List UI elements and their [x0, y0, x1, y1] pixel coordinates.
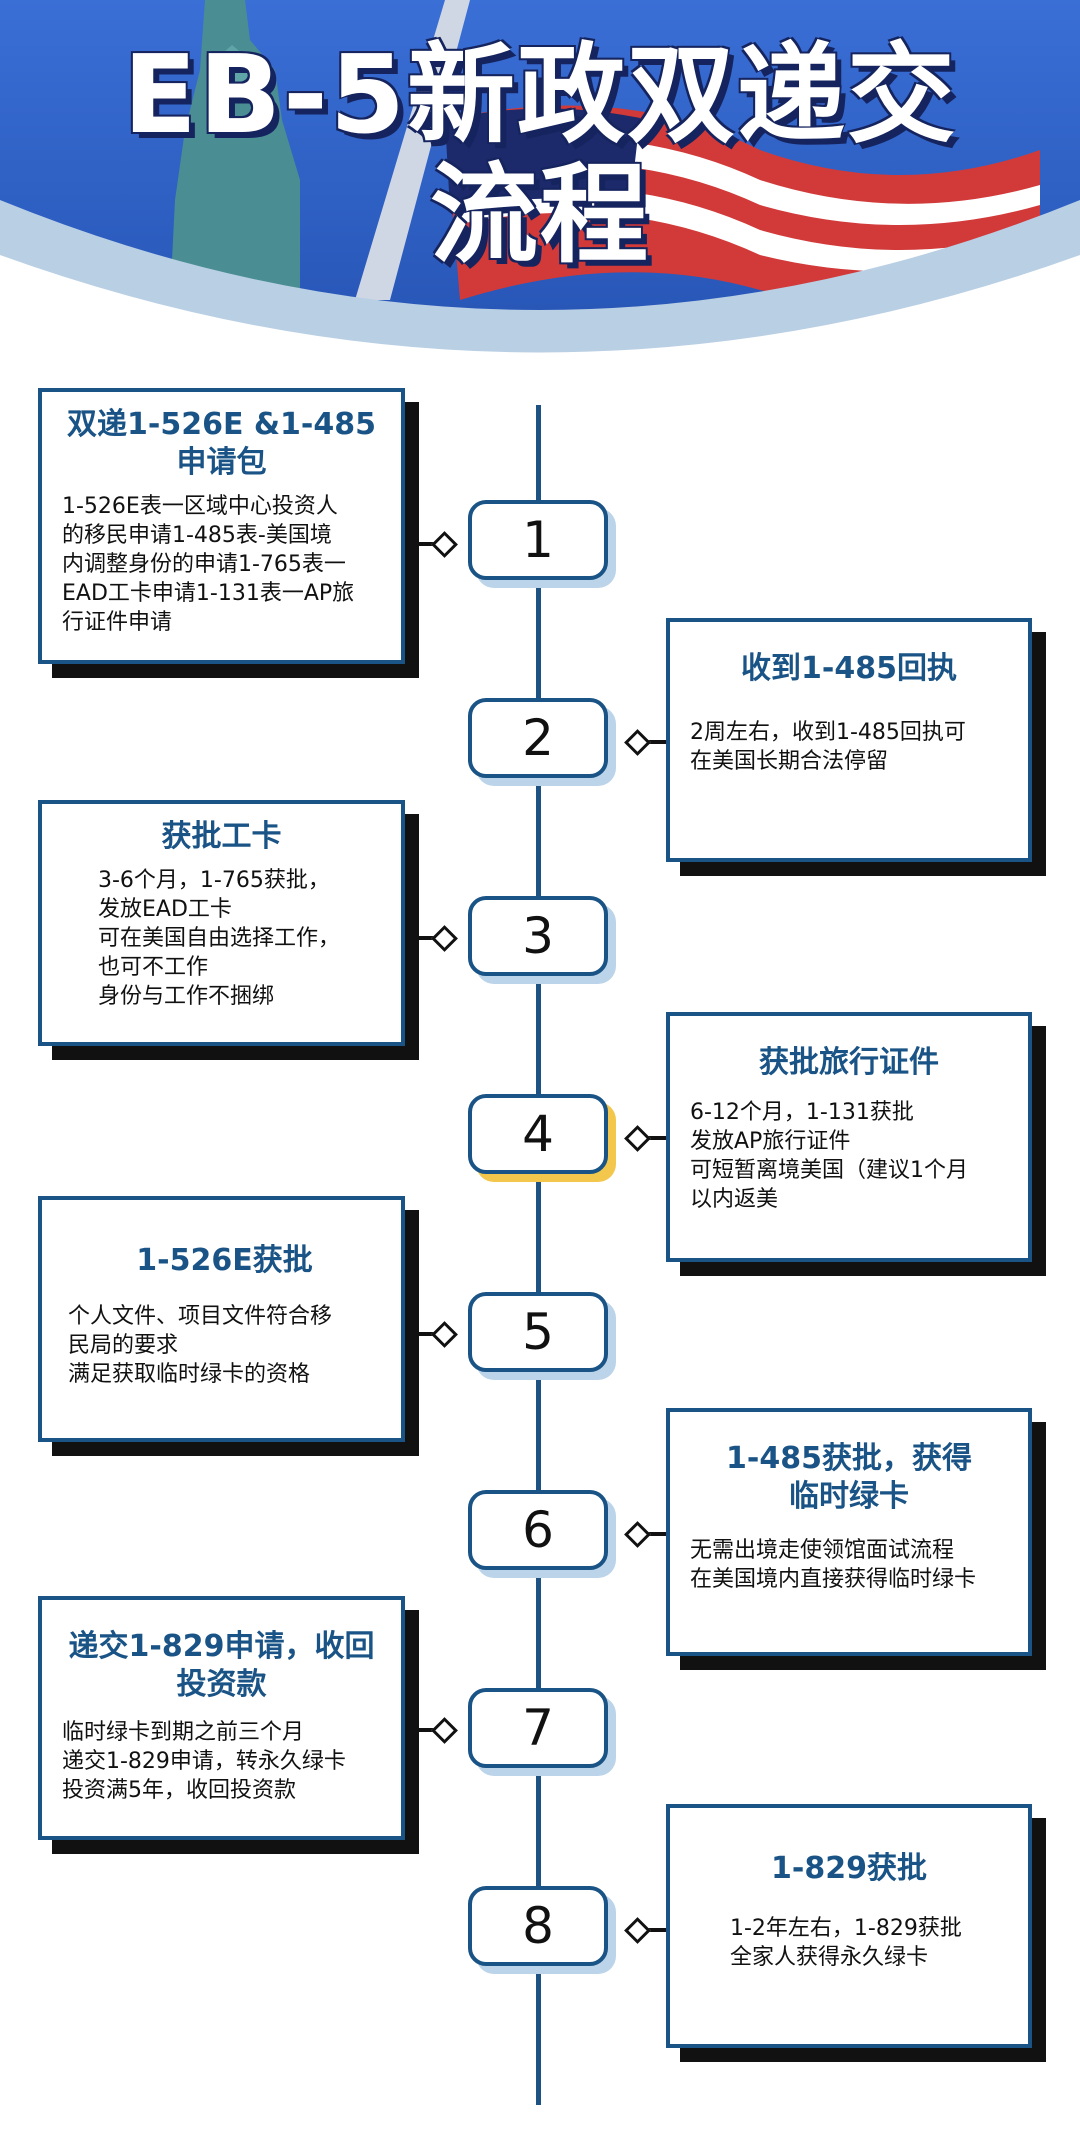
step-description: 1-2年左右，1-829获批 全家人获得永久绿卡 — [730, 1916, 962, 1970]
step-title: 1-485获批，获得 临时绿卡 — [726, 1441, 972, 1514]
step-card-2: 收到1-485回执 2周左右，收到1-485回执可 在美国长期合法停留 — [666, 618, 1046, 876]
step-description: 个人文件、项目文件符合移 民局的要求 满足获取临时绿卡的资格 — [68, 1304, 333, 1387]
connector-diamond-icon — [624, 1917, 651, 1944]
step-title: 收到1-485回执 — [741, 651, 957, 686]
step-number-1: 1 — [468, 500, 616, 588]
step-title: 获批旅行证件 — [759, 1045, 939, 1080]
connector-3 — [405, 936, 443, 940]
step-number-8: 8 — [468, 1886, 616, 1974]
step-description: 6-12个月，1-131获批 发放AP旅行证件 可短暂离境美国（建议1个月 以内… — [690, 1100, 968, 1212]
step-description: 临时绿卡到期之前三个月 递交1-829申请，转永久绿卡 投资满5年，收回投资款 — [62, 1720, 346, 1803]
step-number-7: 7 — [468, 1688, 616, 1776]
connector-diamond-icon — [431, 925, 458, 952]
step-title: 获批工卡 — [161, 819, 282, 854]
step-title: 双递1-526E &1-485 申请包 — [67, 407, 376, 480]
banner-title-line2: 流程 — [429, 153, 650, 278]
us-flag-icon — [445, 105, 1040, 303]
step-description: 2周左右，收到1-485回执可 在美国长期合法停留 — [690, 720, 966, 774]
step-description: 1-526E表一区域中心投资人 的移民申请1-485表-美国境 内调整身份的申请… — [62, 494, 355, 635]
step-title: 递交1-829申请，收回 投资款 — [68, 1629, 375, 1702]
banner-wave — [0, 200, 1080, 360]
step-card-3: 获批工卡 3-6个月，1-765获批， 发放EAD工卡 可在美国自由选择工作， … — [38, 800, 419, 1060]
connector-diamond-icon — [624, 1521, 651, 1548]
banner-title-line1: EB-5新政双递交 — [122, 33, 958, 158]
connector-diamond-icon — [431, 1321, 458, 1348]
step-card-5: 1-526E获批 个人文件、项目文件符合移 民局的要求 满足获取临时绿卡的资格 — [38, 1196, 419, 1456]
connector-diamond-icon — [624, 1125, 651, 1152]
connector-diamond-icon — [431, 1717, 458, 1744]
step-card-4: 获批旅行证件 6-12个月，1-131获批 发放AP旅行证件 可短暂离境美国（建… — [666, 1012, 1046, 1276]
step-title: 1-829获批 — [771, 1851, 927, 1886]
step-card-7: 递交1-829申请，收回 投资款 临时绿卡到期之前三个月 递交1-829申请，转… — [38, 1596, 419, 1854]
step-card-8: 1-829获批 1-2年左右，1-829获批 全家人获得永久绿卡 — [666, 1804, 1046, 2062]
step-number-4: 4 — [468, 1094, 616, 1182]
step-card-6: 1-485获批，获得 临时绿卡 无需出境走使领馆面试流程 在美国境内直接获得临时… — [666, 1408, 1046, 1670]
statue-of-liberty-icon — [170, 0, 300, 300]
step-number-3: 3 — [468, 896, 616, 984]
timeline-axis — [536, 405, 541, 2105]
connector-7 — [405, 1728, 443, 1732]
connector-diamond-icon — [624, 729, 651, 756]
connector-5 — [405, 1332, 443, 1336]
step-description: 无需出境走使领馆面试流程 在美国境内直接获得临时绿卡 — [690, 1538, 977, 1592]
step-number-6: 6 — [468, 1490, 616, 1578]
step-number-5: 5 — [468, 1292, 616, 1380]
step-number-2: 2 — [468, 698, 616, 786]
step-description: 3-6个月，1-765获批， 发放EAD工卡 可在美国自由选择工作， 也可不工作… — [98, 868, 341, 1009]
step-title: 1-526E获批 — [136, 1243, 313, 1278]
connector-1 — [405, 542, 443, 546]
connector-diamond-icon — [431, 531, 458, 558]
step-card-1: 双递1-526E &1-485 申请包 1-526E表一区域中心投资人 的移民申… — [38, 388, 419, 678]
flag-pole-icon — [355, 0, 470, 300]
header-banner: EB-5新政双递交 流程 — [0, 0, 1080, 360]
banner-background — [0, 0, 1080, 360]
